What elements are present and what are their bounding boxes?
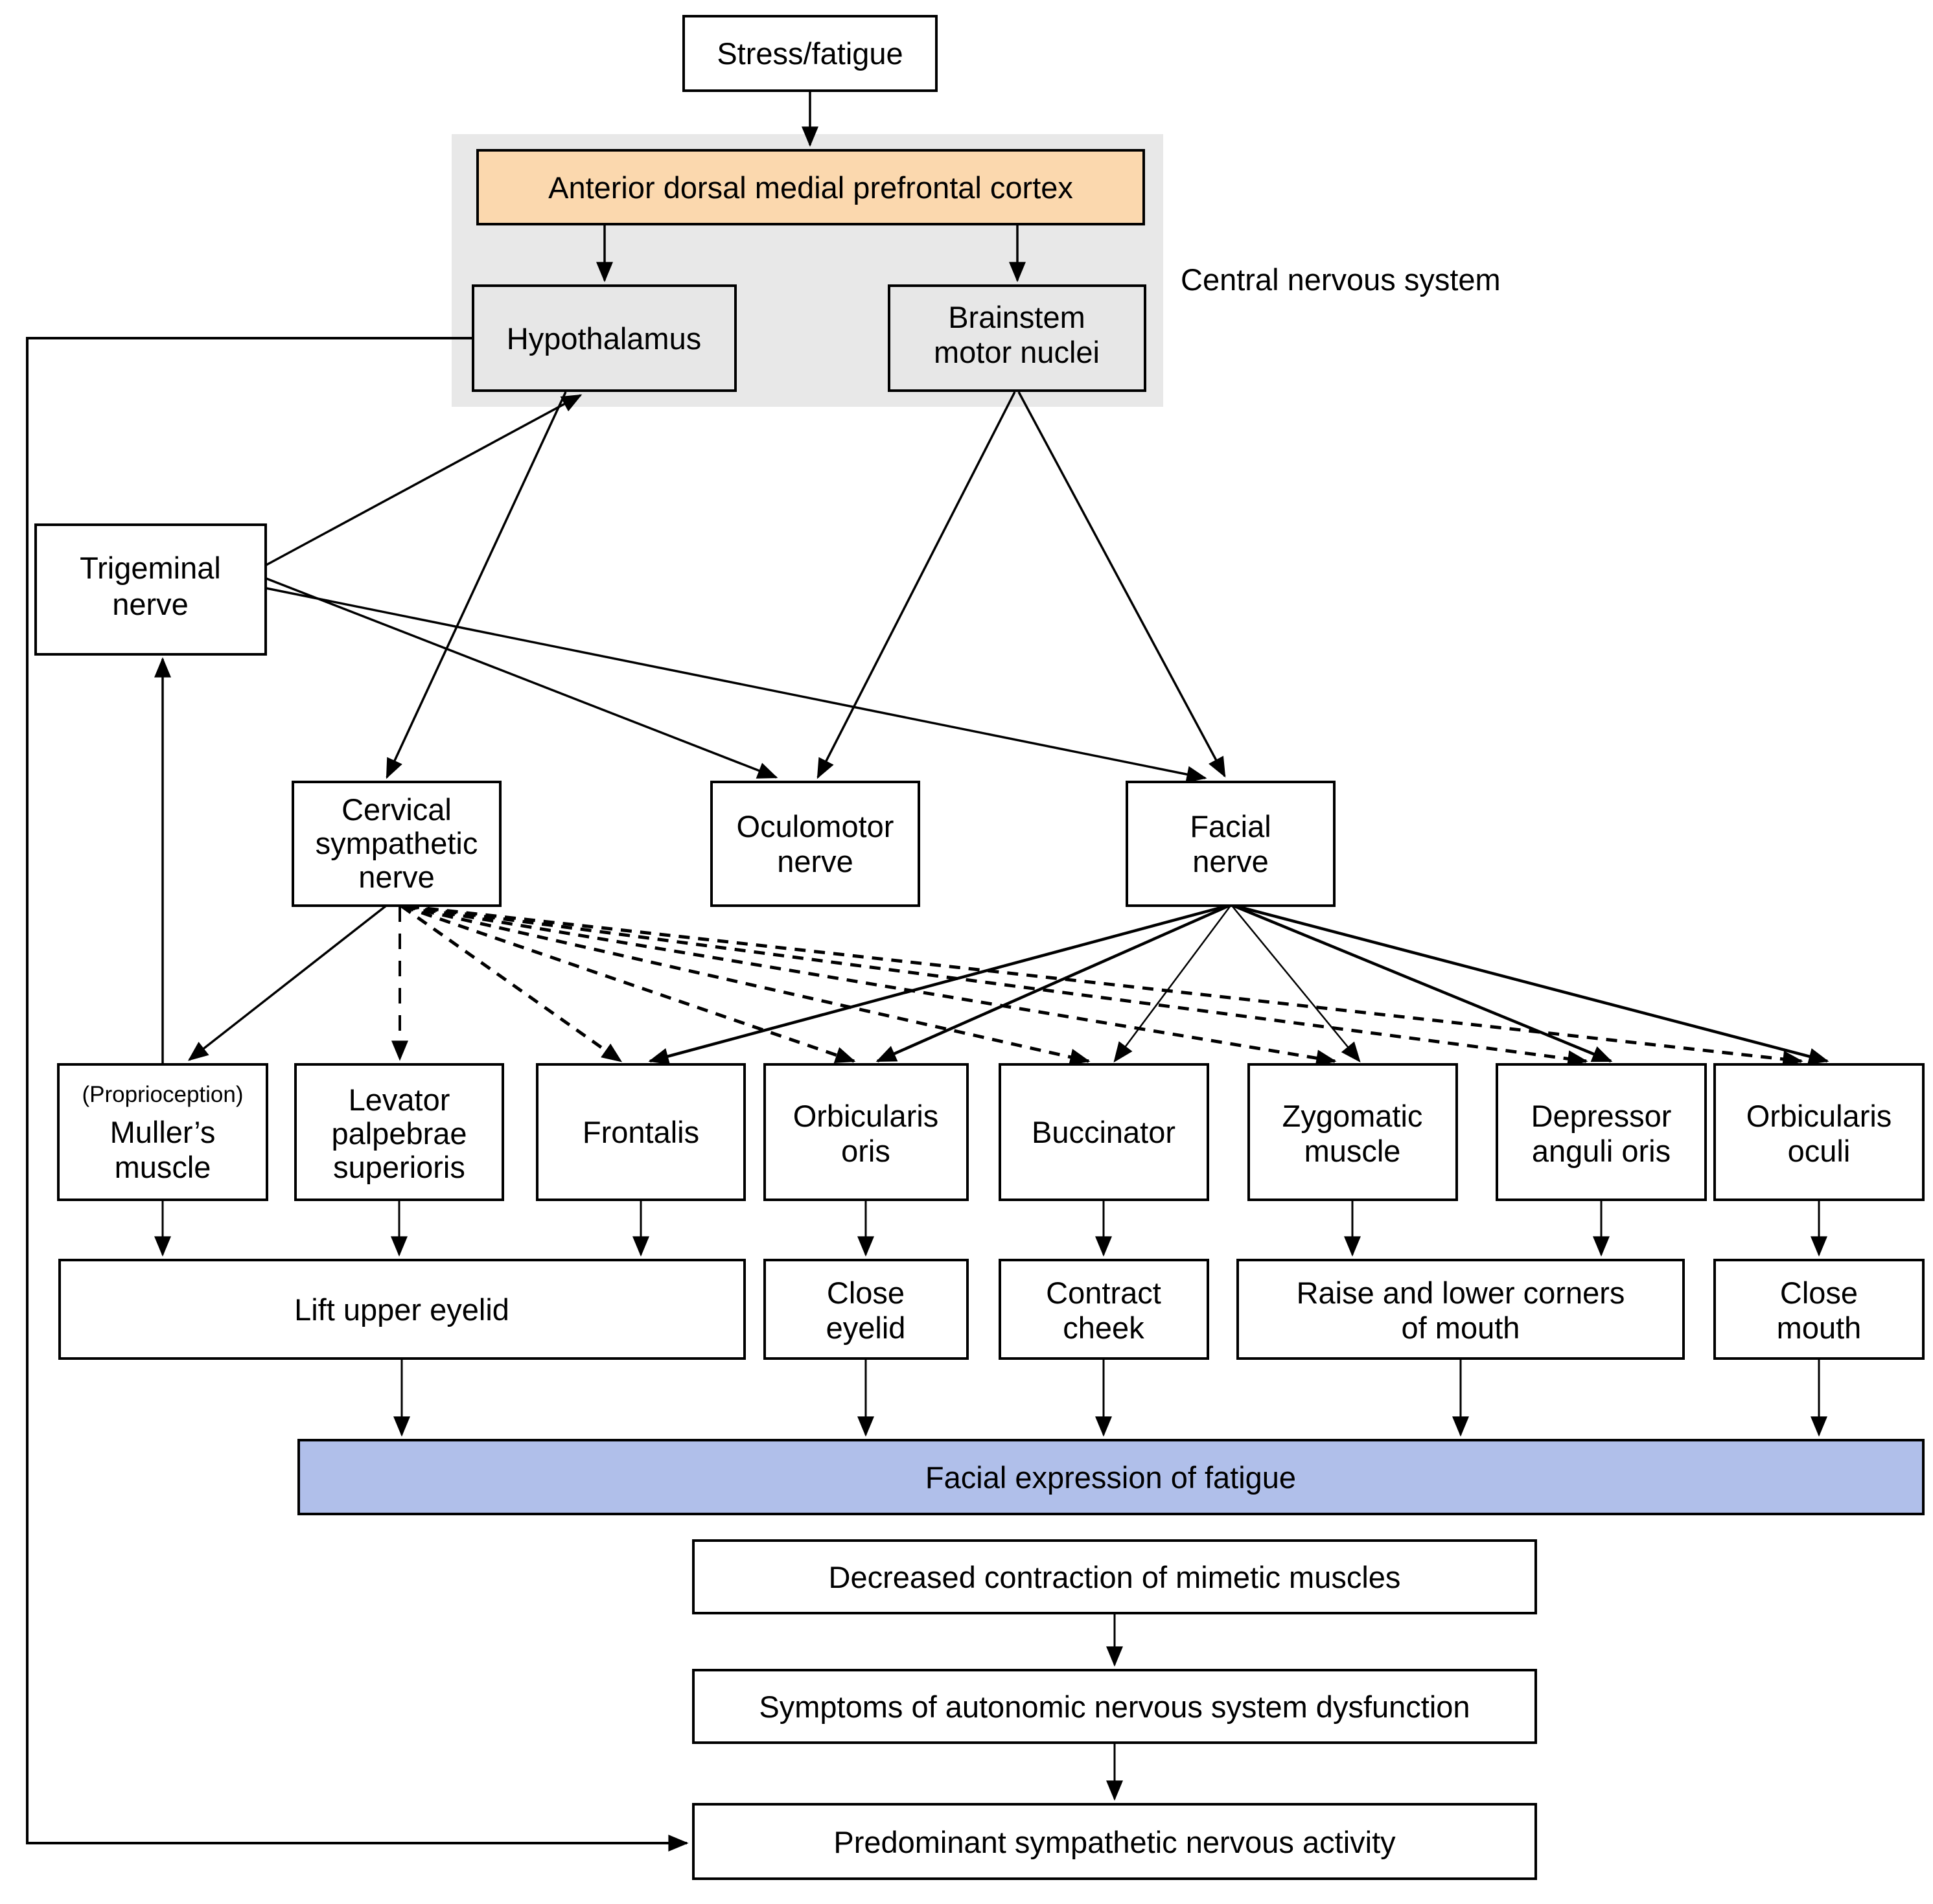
- node-oculomotor-nerve: [710, 781, 920, 907]
- edge-trigeminal-to-facial: [266, 587, 1207, 783]
- label-predominant-sympathetic: Predominant sympathetic nervous activity: [833, 1825, 1396, 1859]
- node-levator-palpebrae-superioris: [294, 1063, 504, 1201]
- label-contract-cheek-1: Contract: [1046, 1276, 1161, 1310]
- label-admpc: Anterior dorsal medial prefrontal cortex: [548, 170, 1073, 205]
- node-lift-upper-eyelid: [58, 1259, 746, 1360]
- node-trigeminal-nerve: [34, 523, 267, 656]
- node-close-mouth: [1713, 1259, 1925, 1360]
- node-buccinator: [999, 1063, 1209, 1201]
- edge-trigeminal-to-oculomotor: [266, 577, 778, 779]
- label-contract-cheek-2: cheek: [1063, 1311, 1144, 1345]
- edge-brainstem-to-oculomotor: [816, 391, 1016, 779]
- label-cervical-3: nerve: [358, 860, 435, 894]
- label-mullers-1: Muller’s: [110, 1115, 216, 1149]
- node-cervical-sympathetic-nerve: [292, 781, 502, 907]
- label-proprioception-note: (Proprioception): [82, 1082, 244, 1107]
- edge-facial-to-orbicularis-oris: [875, 904, 1230, 1063]
- label-orbicularis-oculi-2: oculi: [1788, 1134, 1851, 1168]
- label-zygomatic-1: Zygomatic: [1282, 1099, 1423, 1133]
- label-trigeminal-2: nerve: [112, 587, 189, 621]
- label-close-eyelid-1: Close: [827, 1276, 905, 1310]
- label-stress-fatigue: Stress/fatigue: [717, 36, 903, 71]
- edge-facial-to-depressor: [1233, 904, 1613, 1063]
- label-levator-1: Levator: [349, 1083, 450, 1117]
- node-depressor-anguli-oris: [1496, 1063, 1707, 1201]
- label-depressor-1: Depressor: [1531, 1099, 1672, 1133]
- node-predominant-sympathetic: [692, 1803, 1537, 1880]
- node-raise-lower-corners: [1236, 1259, 1685, 1360]
- label-trigeminal-1: Trigeminal: [80, 551, 221, 585]
- node-decreased-contraction: [692, 1539, 1537, 1614]
- edge-cervical-to-zygomatic-dashed: [405, 904, 1337, 1067]
- label-close-mouth-2: mouth: [1777, 1311, 1862, 1345]
- node-symptoms-autonomic: [692, 1669, 1537, 1744]
- node-close-eyelid: [763, 1259, 969, 1360]
- edge-cervical-to-frontalis-dashed: [400, 904, 623, 1063]
- edge-trigeminal-to-hypothalamus: [266, 394, 583, 566]
- node-mullers-muscle: [57, 1063, 268, 1201]
- label-cervical-2: sympathetic: [316, 826, 478, 860]
- node-facial-nerve: [1126, 781, 1336, 907]
- label-brainstem-2: motor nuclei: [934, 335, 1100, 369]
- label-oculomotor-1: Oculomotor: [737, 809, 894, 843]
- label-frontalis: Frontalis: [583, 1115, 699, 1149]
- label-depressor-2: anguli oris: [1532, 1134, 1671, 1168]
- node-brainstem-motor-nuclei: [888, 284, 1146, 392]
- edge-cervical-to-orbicularis-oris-dashed: [402, 904, 856, 1064]
- edge-facial-to-orbicularis-oculi: [1234, 904, 1829, 1065]
- label-oculomotor-2: nerve: [777, 844, 853, 878]
- label-facial-1: Facial: [1190, 809, 1271, 843]
- label-symptoms-autonomic: Symptoms of autonomic nervous system dys…: [759, 1690, 1470, 1724]
- label-orbicularis-oris-1: Orbicularis: [793, 1099, 939, 1133]
- node-hypothalamus: [472, 284, 737, 392]
- label-levator-2: palpebrae: [331, 1116, 467, 1151]
- node-stress-fatigue: [682, 15, 938, 92]
- label-facial-2: nerve: [1192, 844, 1269, 878]
- edge-brainstem-to-facial: [1017, 391, 1226, 778]
- label-close-mouth-1: Close: [1780, 1276, 1858, 1310]
- node-facial-expression-of-fatigue: [297, 1439, 1925, 1515]
- label-lift-upper-eyelid: Lift upper eyelid: [294, 1292, 509, 1327]
- node-orbicularis-oculi: [1713, 1063, 1925, 1201]
- label-mullers-2: muscle: [115, 1150, 211, 1184]
- label-buccinator: Buccinator: [1032, 1115, 1175, 1149]
- label-zygomatic-2: muscle: [1304, 1134, 1401, 1168]
- label-orbicularis-oculi-1: Orbicularis: [1746, 1099, 1892, 1133]
- edge-cervical-to-orbicularis-oculi-dashed: [408, 904, 1803, 1068]
- label-brainstem-1: Brainstem: [948, 300, 1085, 334]
- label-cns-region: Central nervous system: [1181, 262, 1501, 297]
- node-zygomatic-muscle: [1247, 1063, 1458, 1201]
- label-raise-lower-1: Raise and lower corners: [1297, 1276, 1625, 1310]
- label-close-eyelid-2: eyelid: [826, 1311, 906, 1345]
- edge-hypothalamus-feedback-to-predominant: [26, 337, 689, 1852]
- label-decreased-contraction: Decreased contraction of mimetic muscles: [829, 1560, 1401, 1594]
- edge-facial-to-zygomatic: [1231, 905, 1361, 1063]
- label-orbicularis-oris-2: oris: [841, 1134, 890, 1168]
- label-hypothalamus: Hypothalamus: [507, 321, 701, 356]
- label-facial-expression-of-fatigue: Facial expression of fatigue: [925, 1460, 1296, 1495]
- node-contract-cheek: [999, 1259, 1209, 1360]
- label-cervical-1: Cervical: [341, 792, 452, 827]
- node-frontalis: [536, 1063, 746, 1201]
- edge-hypothalamus-to-cervical: [386, 391, 567, 779]
- node-anterior-dorsal-medial-prefrontal-cortex: [476, 149, 1145, 225]
- edge-facial-to-frontalis: [648, 904, 1229, 1065]
- edge-cervical-to-mullers: [187, 904, 388, 1061]
- node-orbicularis-oris: [763, 1063, 969, 1201]
- label-levator-3: superioris: [333, 1150, 465, 1184]
- edge-cervical-to-depressor-dashed: [406, 904, 1588, 1068]
- label-raise-lower-2: of mouth: [1402, 1311, 1520, 1345]
- edge-cervical-to-buccinator-dashed: [404, 904, 1091, 1066]
- edge-facial-to-buccinator: [1113, 905, 1232, 1063]
